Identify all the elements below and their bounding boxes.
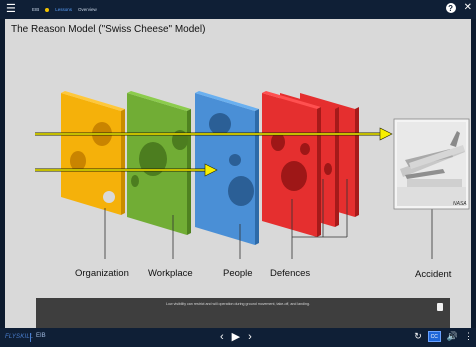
breadcrumb-dot-icon: [45, 7, 50, 12]
photo-credit: NASA: [453, 201, 467, 207]
swiss-cheese-diagram: Organization Workplace People Defences A…: [5, 19, 471, 304]
label-workplace: Workplace: [148, 268, 193, 279]
organization-slice: [61, 91, 125, 215]
transcript-icon[interactable]: [437, 303, 443, 311]
accident-photo: [393, 118, 470, 210]
help-icon[interactable]: ?: [445, 3, 456, 13]
cc-button[interactable]: CC: [427, 331, 441, 342]
slide-stage: The Reason Model ("Swiss Cheese" Model): [5, 19, 471, 330]
more-vertical-icon[interactable]: ⋮: [464, 331, 473, 341]
people-slice: [195, 91, 259, 245]
label-defences: Defences: [270, 268, 311, 279]
chevron-left-icon[interactable]: ‹: [220, 331, 224, 343]
play-icon[interactable]: ▶: [231, 331, 241, 343]
chevron-right-icon[interactable]: ›: [248, 331, 252, 343]
breadcrumb-item-active[interactable]: Lessons: [55, 7, 73, 12]
close-icon[interactable]: ✕: [463, 2, 472, 13]
caption-panel: Low visibility can restrict and will ope…: [36, 298, 450, 330]
reload-icon[interactable]: ↻: [414, 331, 422, 341]
defences-slices: [262, 91, 359, 237]
brand-logo: FLYSKILL: [5, 334, 34, 340]
breadcrumb-item[interactable]: EIB: [32, 7, 40, 12]
breadcrumb: EIB Lessons Overview: [32, 7, 97, 12]
leader-lines: [104, 179, 433, 259]
label-organization: Organization: [75, 268, 129, 279]
workplace-slice: [127, 91, 191, 235]
caption-text: Low visibility can restrict and will ope…: [166, 302, 310, 306]
people-plate: [195, 93, 255, 245]
label-people: People: [223, 268, 253, 279]
label-accident: Accident: [415, 269, 452, 280]
breadcrumb-item[interactable]: Overview: [78, 7, 97, 12]
page-title: The Reason Model ("Swiss Cheese" Model): [11, 24, 206, 35]
top-bar: ☰ EIB Lessons Overview ? ✕: [0, 0, 476, 19]
brand-secondary: EIB: [36, 333, 46, 339]
brand-divider: [30, 333, 31, 342]
diagram-svg: [35, 91, 470, 259]
volume-icon[interactable]: 🔊: [446, 331, 458, 341]
hazard-arrows: [35, 127, 393, 177]
hamburger-icon[interactable]: ☰: [6, 3, 16, 15]
bottom-bar: FLYSKILL EIB ‹ ▶ › ↻ CC 🔊 ⋮: [0, 328, 476, 347]
